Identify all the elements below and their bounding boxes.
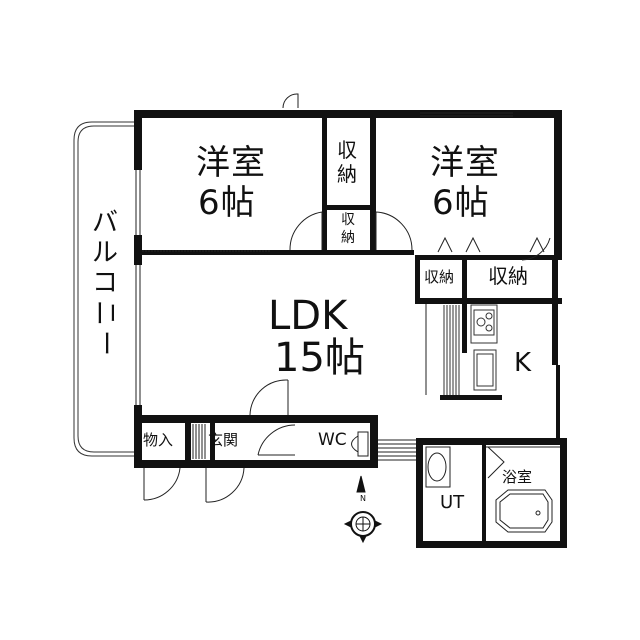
room-label-entrance: 玄関 [208, 431, 239, 449]
balcony-char: コ [92, 268, 119, 298]
balcony-char: ニ [90, 300, 120, 327]
closet-left-upper-line2: 納 [337, 162, 357, 186]
balcony-char: ル [92, 238, 119, 268]
room-size-western-right: 6帖 [432, 183, 490, 223]
closet-left-lower-line1: 収 [341, 212, 355, 228]
closet-left-lower-line2: 納 [341, 230, 355, 246]
room-size-western-left: 6帖 [198, 183, 256, 223]
closet-right-small: 収納 [424, 268, 455, 286]
balcony-char: バ [92, 208, 119, 238]
room-label-toilet: WC [318, 430, 347, 450]
closet-left-upper-line1: 収 [337, 138, 357, 162]
balcony-outline [73, 121, 136, 457]
room-label-western-right: 洋室 [430, 143, 500, 183]
room-label-kitchen: K [514, 348, 532, 378]
closet-right-large: 収納 [488, 264, 528, 288]
balcony-char: ー [90, 330, 120, 357]
room-label-storage: 物入 [143, 431, 174, 449]
room-label-western-left: 洋室 [196, 143, 266, 183]
room-label-bathroom: 浴室 [502, 468, 533, 486]
room-size-ldk: 15帖 [274, 335, 365, 381]
balcony-label: バ ル コ ニ ー [90, 208, 120, 358]
room-label-ldk: LDK [268, 293, 348, 339]
compass-rose [343, 475, 383, 544]
room-label-utility: UT [440, 492, 465, 513]
compass-north-label: N [360, 494, 366, 503]
